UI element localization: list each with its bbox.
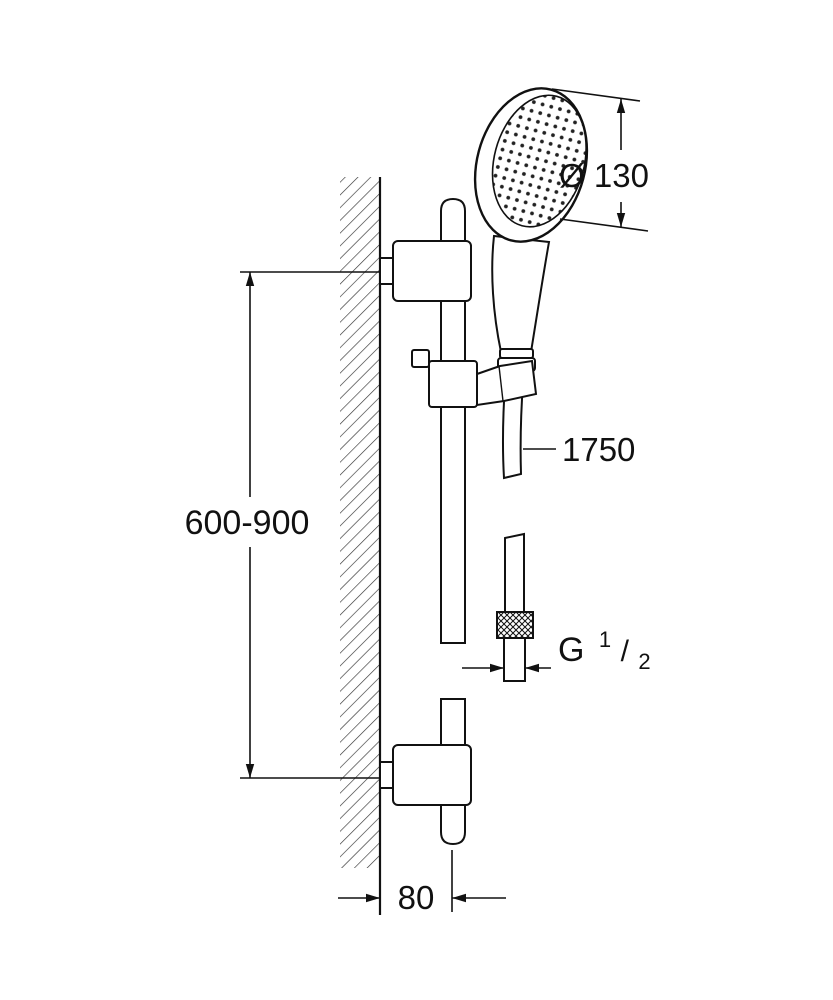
bottom-bracket-stem: [379, 761, 395, 789]
arrowhead-up: [616, 99, 626, 113]
thread-size-label: G 1 / 2: [558, 617, 651, 674]
arrowhead-left: [452, 893, 466, 903]
hose-connection-nut: [496, 611, 534, 639]
shower-head-spray-face: [491, 94, 587, 228]
arrowhead-down: [616, 213, 626, 227]
extension-line: [551, 88, 641, 102]
wall-brackets: [379, 240, 472, 806]
handle-ring: [499, 348, 534, 359]
rail-upper-segment: [440, 197, 466, 644]
holder-arm: [476, 359, 538, 407]
release-knob: [411, 349, 430, 368]
dimension-wall-offset: 80: [338, 850, 506, 916]
hand-shower-handle: [491, 234, 551, 353]
thread-denominator: 2: [638, 649, 650, 674]
hose-thread-tail: [503, 637, 526, 682]
hand-shower-head: [473, 87, 589, 243]
shower-hose-lower: [504, 532, 525, 613]
bottom-bracket: [392, 744, 472, 806]
wall-offset-label: 80: [398, 879, 435, 916]
hose-lower-assembly: [496, 532, 534, 682]
arrowhead-up: [245, 272, 255, 286]
dimension-bar-height: 600-900: [185, 271, 380, 779]
arrowhead-right: [366, 893, 380, 903]
thread-slash: /: [621, 635, 630, 668]
hand-shower: [473, 87, 589, 372]
dimension-thread-size: G 1 / 2: [462, 617, 651, 674]
arrowhead-right: [490, 663, 504, 673]
extension-line: [559, 218, 649, 232]
head-diameter-label: Ø 130: [559, 157, 649, 194]
wall-hatching: [340, 177, 380, 868]
thread-letter: G: [558, 631, 584, 669]
holder-arm-edge: [498, 365, 504, 402]
wall: [340, 177, 382, 915]
thread-numerator: 1: [599, 627, 611, 652]
bar-height-label: 600-900: [185, 504, 310, 542]
dimension-hose-length: 1750: [523, 431, 635, 468]
arrowhead-left: [525, 663, 539, 673]
glide-element: [411, 349, 538, 408]
arrowhead-down: [245, 764, 255, 778]
top-bracket-stem: [379, 257, 395, 285]
dimension-head-diameter: Ø 130: [551, 88, 649, 232]
slider-body: [428, 360, 478, 408]
hose-length-label: 1750: [562, 431, 635, 468]
top-bracket: [392, 240, 472, 302]
